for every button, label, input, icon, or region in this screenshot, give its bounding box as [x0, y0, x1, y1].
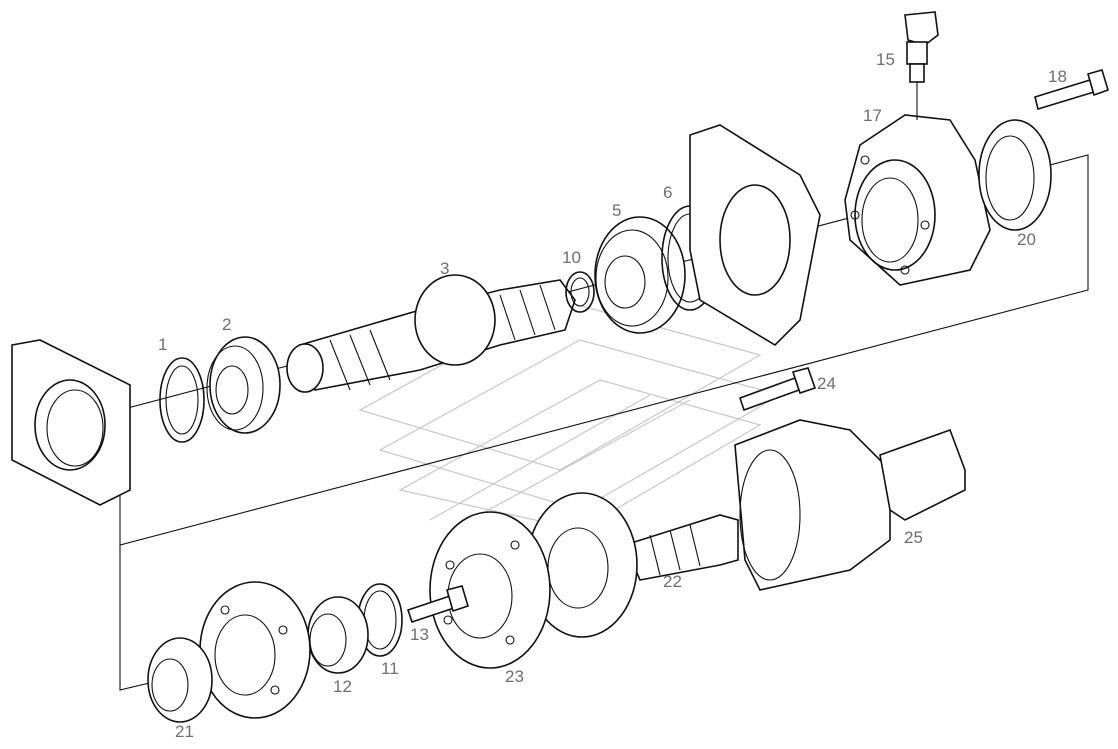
housing-plate-left	[11, 339, 131, 506]
ring-10	[565, 271, 595, 313]
bolt-18	[1034, 69, 1109, 111]
shaft-3	[286, 274, 576, 393]
label-25: 25	[904, 528, 923, 547]
label-12: 12	[333, 677, 352, 696]
label-20: 20	[1017, 230, 1036, 249]
bolt-24	[738, 367, 817, 412]
label-10: 10	[562, 248, 581, 267]
coupling-25	[734, 419, 966, 591]
bolt-13	[406, 585, 469, 624]
housing-plate-center	[689, 124, 821, 347]
label-21: 21	[175, 722, 194, 741]
bearing-12	[307, 596, 369, 674]
label-23: 23	[505, 667, 524, 686]
bearing-2	[206, 336, 281, 434]
housing-17	[844, 114, 991, 286]
watermark-logo	[358, 299, 782, 531]
label-5: 5	[612, 201, 621, 220]
label-24: 24	[817, 374, 836, 393]
label-1: 1	[158, 335, 167, 354]
label-17: 17	[863, 106, 882, 125]
sensor-15	[904, 11, 939, 120]
label-6: 6	[663, 183, 672, 202]
label-22: 22	[663, 572, 682, 591]
flange-23	[429, 492, 638, 669]
seal-20	[978, 119, 1052, 231]
shaft-22	[623, 514, 739, 581]
label-11: 11	[381, 659, 399, 678]
label-2: 2	[222, 315, 231, 334]
label-13: 13	[410, 625, 429, 644]
label-3: 3	[440, 259, 449, 278]
flange-gear-21	[147, 581, 311, 723]
label-15: 15	[876, 50, 895, 69]
snap-ring-1	[159, 357, 205, 443]
label-18: 18	[1048, 67, 1067, 86]
